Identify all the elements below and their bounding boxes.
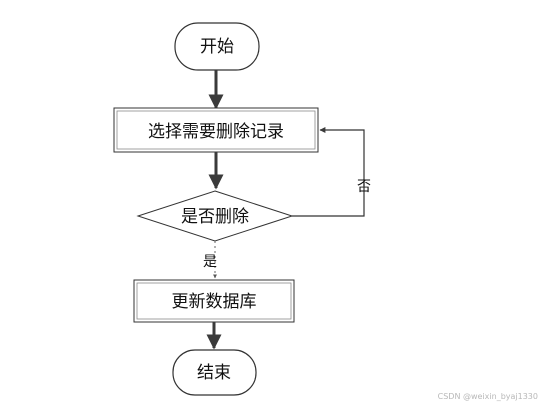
select-record-label: 选择需要删除记录 <box>148 122 284 142</box>
connector-no-loop <box>292 127 365 217</box>
end-node: 结束 <box>172 349 257 396</box>
decision-label: 是否删除 <box>181 207 249 227</box>
start-node: 开始 <box>174 22 260 71</box>
update-database-node: 更新数据库 <box>133 279 295 323</box>
update-database-label: 更新数据库 <box>172 292 257 312</box>
yes-label: 是 <box>203 254 217 270</box>
no-label: 否 <box>357 179 371 195</box>
decision-node: 是否删除 <box>136 190 294 242</box>
select-record-node: 选择需要删除记录 <box>113 107 319 153</box>
watermark-text: CSDN @weixin_byaj1330 <box>438 392 538 401</box>
end-label: 结束 <box>197 363 231 383</box>
start-label: 开始 <box>200 37 234 57</box>
